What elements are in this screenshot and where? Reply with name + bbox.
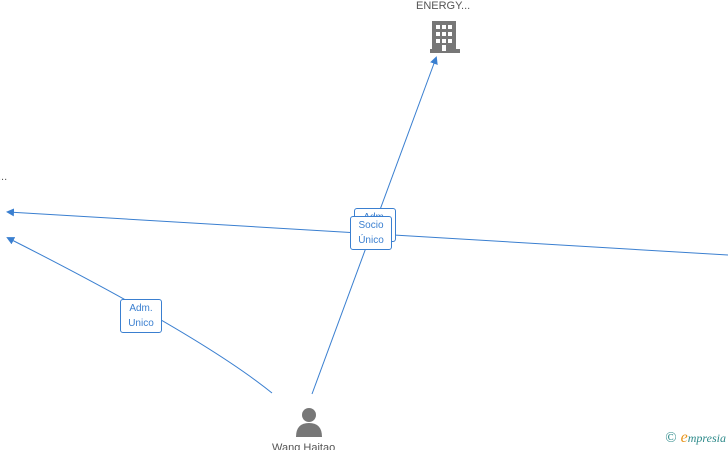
edge-label-socio-line2: Único bbox=[358, 235, 384, 246]
company-left-label[interactable]: ... bbox=[0, 171, 8, 183]
edge-label-adm-unico[interactable]: Adm. Unico bbox=[120, 299, 162, 333]
empresia-logo: © empresia bbox=[665, 429, 726, 447]
building-icon[interactable] bbox=[430, 19, 460, 53]
person-label[interactable]: Wang Haitao bbox=[272, 442, 336, 450]
person-icon[interactable] bbox=[295, 407, 323, 437]
copyright-icon: © bbox=[665, 429, 677, 446]
edge-label-adm-line1: Adm. bbox=[129, 303, 153, 314]
edge-label-socio-line1: Socio bbox=[358, 220, 384, 231]
edge-person-to-left bbox=[6, 237, 273, 394]
edge-label-adm-line2: Unico bbox=[128, 318, 154, 329]
brand-e: e bbox=[680, 429, 688, 446]
brand-rest: mpresia bbox=[687, 431, 726, 445]
company-top-label[interactable]: ENERGY... bbox=[416, 0, 471, 12]
edge-label-socio-unico[interactable]: Socio Único bbox=[350, 216, 392, 250]
